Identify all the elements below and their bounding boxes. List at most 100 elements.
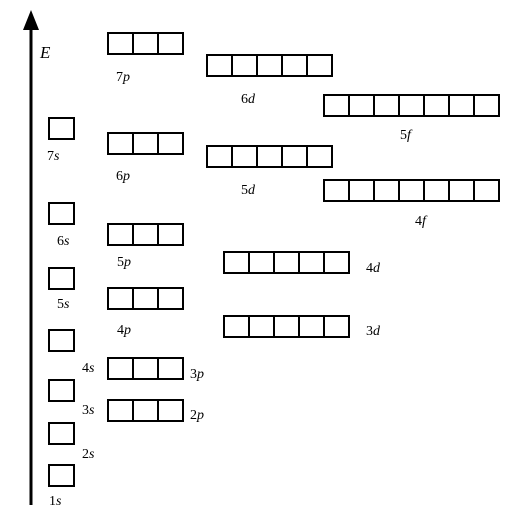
orbital-box (281, 145, 308, 168)
orbital-boxes-4p (107, 287, 184, 310)
orbital-boxes-5s (48, 267, 75, 290)
orbital-label-number: 4 (366, 261, 373, 276)
orbital-label-5d: 5d (241, 183, 256, 198)
orbital-7s: 7s (47, 117, 75, 164)
orbital-4f: 4f (323, 179, 500, 229)
orbital-box (107, 223, 134, 246)
orbital-box (132, 32, 159, 55)
orbital-label-number: 4 (415, 214, 422, 229)
orbital-box (48, 202, 75, 225)
orbital-label-letter: d (248, 92, 256, 107)
orbital-label-number: 5 (57, 297, 64, 312)
energy-axis-arrowhead (23, 10, 39, 30)
orbital-label-letter: d (248, 183, 256, 198)
orbital-box (132, 399, 159, 422)
orbital-label-letter: d (373, 261, 381, 276)
orbital-boxes-4s (48, 329, 75, 352)
orbital-box (298, 251, 325, 274)
orbital-label-4p: 4p (117, 323, 131, 338)
orbital-label-letter: f (422, 214, 428, 229)
orbital-boxes-5p (107, 223, 184, 246)
orbital-label-4f: 4f (415, 214, 428, 229)
orbital-label-letter: p (122, 70, 130, 85)
orbital-label-letter: p (123, 323, 131, 338)
orbital-5d: 5d (206, 145, 333, 198)
orbital-box (323, 94, 350, 117)
orbital-3d: 3d (223, 315, 381, 339)
orbital-2s: 2s (48, 422, 95, 462)
orbital-label-letter: s (56, 494, 62, 509)
orbital-box (298, 315, 325, 338)
orbital-boxes-3d (223, 315, 350, 338)
orbital-box (256, 54, 283, 77)
orbital-label-6s: 6s (57, 234, 70, 249)
orbital-5p: 5p (107, 223, 184, 270)
orbital-box (306, 54, 333, 77)
orbital-label-5s: 5s (57, 297, 70, 312)
orbital-3p: 3p (107, 357, 204, 382)
orbital-boxes-7p (107, 32, 184, 55)
orbital-label-4s: 4s (82, 361, 95, 376)
orbital-box (423, 94, 450, 117)
orbital-box (256, 145, 283, 168)
orbital-7p: 7p (107, 32, 184, 85)
orbital-box (206, 54, 233, 77)
orbital-label-7s: 7s (47, 149, 60, 164)
orbital-label-letter: p (122, 169, 130, 184)
orbital-label-2p: 2p (190, 408, 204, 423)
orbital-box (473, 179, 500, 202)
orbital-box (107, 357, 134, 380)
orbital-label-number: 7 (47, 149, 54, 164)
orbital-label-number: 3 (190, 367, 197, 382)
orbital-box (107, 399, 134, 422)
orbital-label-1s: 1s (49, 494, 62, 509)
orbital-4p: 4p (107, 287, 184, 338)
orbital-box (398, 179, 425, 202)
orbital-box (157, 223, 184, 246)
orbital-label-number: 6 (57, 234, 64, 249)
orbital-box (348, 94, 375, 117)
orbital-box (473, 94, 500, 117)
orbital-box (248, 315, 275, 338)
orbital-box (107, 32, 134, 55)
orbital-label-letter: s (54, 149, 60, 164)
orbital-boxes-7s (48, 117, 75, 140)
orbital-label-letter: s (89, 447, 95, 462)
orbital-box (107, 132, 134, 155)
orbital-label-letter: s (64, 297, 70, 312)
orbital-box (48, 464, 75, 487)
orbital-label-number: 4 (82, 361, 89, 376)
orbital-box (281, 54, 308, 77)
orbital-box (448, 179, 475, 202)
orbital-4s: 4s (48, 329, 95, 376)
orbital-label-number: 4 (117, 323, 124, 338)
orbital-5f: 5f (323, 94, 500, 143)
orbital-box (273, 251, 300, 274)
orbital-box (157, 287, 184, 310)
orbital-box (157, 132, 184, 155)
orbital-5s: 5s (48, 267, 75, 312)
orbital-label-number: 5 (117, 255, 124, 270)
orbital-boxes-6p (107, 132, 184, 155)
orbital-6p: 6p (107, 132, 184, 184)
orbital-boxes-4d (223, 251, 350, 274)
orbital-label-number: 3 (366, 324, 373, 339)
orbital-boxes-5f (323, 94, 500, 117)
orbital-box (157, 357, 184, 380)
orbital-label-number: 2 (82, 447, 89, 462)
orbital-label-letter: p (196, 408, 204, 423)
orbital-boxes-6d (206, 54, 333, 77)
orbital-boxes-6s (48, 202, 75, 225)
orbital-label-2s: 2s (82, 447, 95, 462)
orbital-label-number: 2 (190, 408, 197, 423)
orbital-label-number: 5 (241, 183, 248, 198)
orbital-label-number: 1 (49, 494, 56, 509)
orbital-boxes-4f (323, 179, 500, 202)
orbital-boxes-5d (206, 145, 333, 168)
orbital-box (348, 179, 375, 202)
orbital-box (323, 315, 350, 338)
orbital-box (373, 94, 400, 117)
orbital-box (231, 54, 258, 77)
